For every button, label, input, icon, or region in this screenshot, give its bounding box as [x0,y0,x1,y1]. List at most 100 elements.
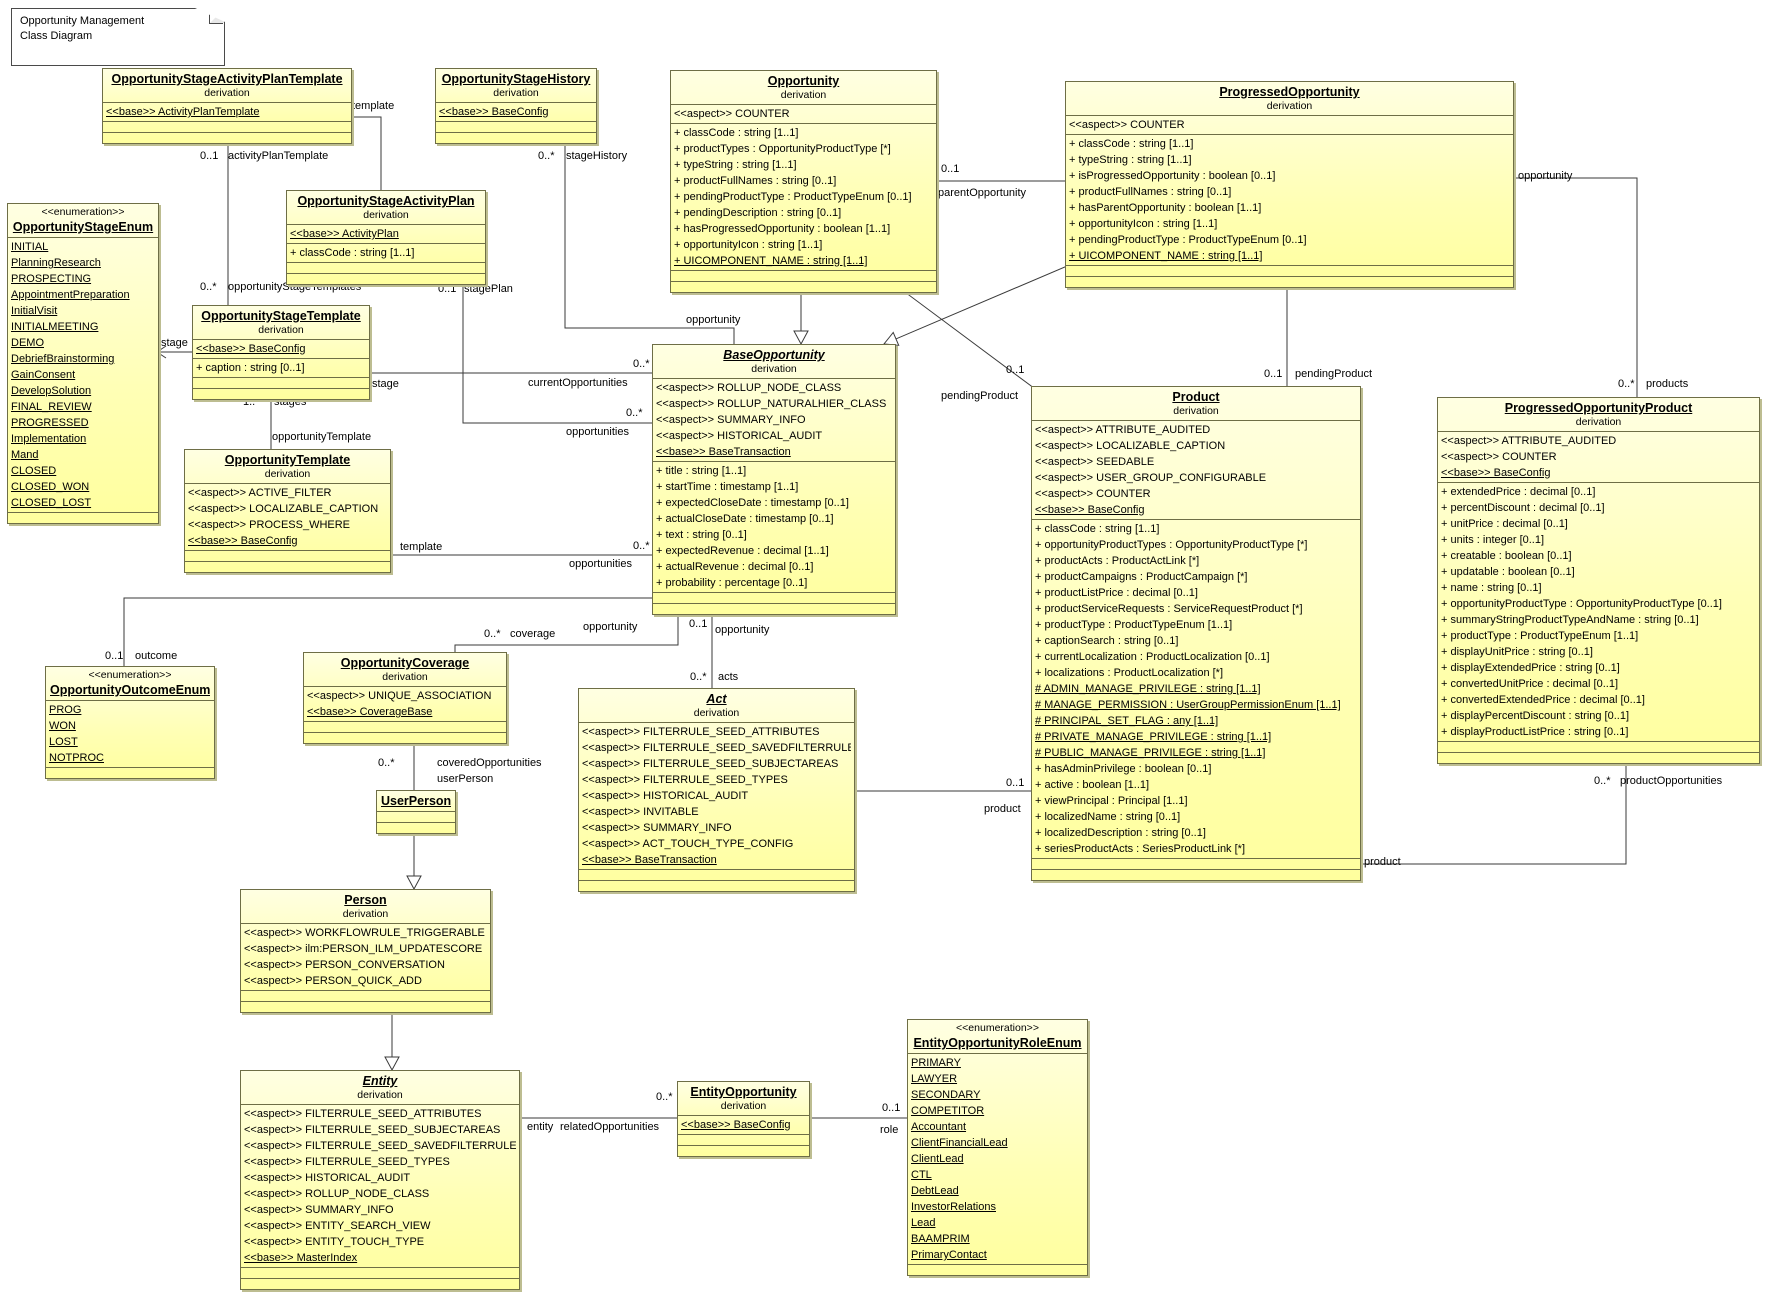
member-row: + productActs : ProductActLink [*] [1035,555,1200,567]
compartment [653,603,895,614]
generalization-arrow-icon [793,330,809,346]
compartment [671,270,936,281]
member-row: + pendingDescription : string [0..1] [674,207,842,219]
member-row: BAAMPRIM [911,1233,970,1245]
member-row: + productCampaigns : ProductCampaign [*] [1035,571,1248,583]
member-row: + productType : ProductTypeEnum [1..1] [1441,630,1639,642]
edge-label: products [1646,378,1689,390]
compartment: + classCode : string [1..1]+ opportunity… [1032,519,1360,858]
member-row: + classCode : string [1..1] [1069,138,1194,150]
member-row: + productTypes : OpportunityProductType … [674,143,891,155]
compartment: <<aspect>> FILTERRULE_SEED_ATTRIBUTES<<a… [579,722,854,869]
class-name: OpportunityTemplate [224,453,351,467]
member-row: + opportunityIcon : string [1..1] [1069,218,1218,230]
edge-label: 0..* [1618,378,1635,390]
compartment: <<aspect>> COUNTER [671,104,936,123]
member-row: FINAL_REVIEW [11,401,92,413]
edge-label: 0..1 [941,163,960,175]
class-name: Product [1172,390,1220,404]
member-row: + active : boolean [1..1] [1035,779,1150,791]
stereotype-label: <<enumeration>> [956,1022,1039,1034]
member-row: <<aspect>> PERSON_QUICK_ADD [244,975,422,987]
member-row: <<aspect>> HISTORICAL_AUDIT [582,790,749,802]
member-row: + caption : string [0..1] [196,362,305,374]
class-name: OpportunityStageHistory [441,72,591,86]
member-row: <<aspect>> ROLLUP_NATURALHIER_CLASS [656,398,887,410]
member-row: <<aspect>> LOCALIZABLE_CAPTION [188,503,379,515]
member-row: INITIALMEETING [11,321,99,333]
member-row: <<aspect>> ENTITY_SEARCH_VIEW [244,1220,431,1232]
member-row: + localizations : ProductLocalization [*… [1035,667,1224,679]
edge-label: 0..* [1594,775,1611,787]
member-row: PrimaryContact [911,1249,987,1261]
member-row: <<aspect>> COUNTER [1441,451,1557,463]
class-box-entity-opportunity-role-enum[interactable]: <<enumeration>> EntityOpportunityRoleEnum… [907,1019,1088,1276]
member-row: <<base>> BaseTransaction [656,446,791,458]
note-line: Opportunity Management [20,15,145,27]
compartment: <<base>> BaseConfig [678,1115,809,1134]
member-row: + UICOMPONENT_NAME : string [1..1] [674,255,868,267]
compartment: + classCode : string [1..1] + typeString … [1066,134,1513,265]
class-box-user-person[interactable]: UserPerson [376,790,456,834]
member-row: + seriesProductActs : SeriesProductLink … [1035,843,1246,855]
member-row: NOTPROC [49,752,104,764]
member-row: + probability : percentage [0..1] [656,577,808,589]
member-row: WON [49,720,76,732]
derivation-label: derivation [258,324,304,336]
member-row: + productFullNames : string [0..1] [674,175,837,187]
class-name: EntityOpportunityRoleEnum [913,1036,1082,1050]
compartment [678,1134,809,1145]
compartment [1032,869,1360,880]
member-row: <<aspect>> FILTERRULE_SEED_SAVEDFILTERRU… [582,742,851,754]
edge-label: 0..* [200,281,217,293]
member-row: + opportunityIcon : string [1..1] [674,239,823,251]
compartment [193,377,369,388]
compartment [1032,858,1360,869]
member-row: AppointmentPreparation [11,289,130,301]
member-row: PROGRESSED [11,417,89,429]
member-row: + classCode : string [1..1] [1035,523,1160,535]
compartment: <<aspect>> ATTRIBUTE_AUDITED<<aspect>> L… [1032,420,1360,519]
edge-label: stage [372,378,399,390]
compartment [377,811,455,822]
member-row: <<aspect>> HISTORICAL_AUDIT [656,430,823,442]
member-row: PROSPECTING [11,273,92,285]
compartment [1066,276,1513,287]
class-name: ProgressedOpportunityProduct [1504,401,1693,415]
member-row: <<base>> BaseTransaction [582,854,717,866]
member-row: + startTime : timestamp [1..1] [656,481,799,493]
class-name: Entity [362,1074,398,1088]
member-row: SECONDARY [911,1089,981,1101]
member-row: + convertedExtendedPrice : decimal [0..1… [1441,694,1645,706]
member-row: <<base>> BaseConfig [188,535,298,547]
compartment [193,388,369,399]
compartment [241,990,490,1001]
member-row: <<aspect>> SEEDABLE [1035,456,1155,468]
edge-label: currentOpportunities [528,377,628,389]
member-row: + typeString : string [1..1] [1069,154,1192,166]
member-row: + viewPrincipal : Principal [1..1] [1035,795,1188,807]
member-row: <<aspect>> ACTIVE_FILTER [188,487,332,499]
member-row: PROG [49,704,82,716]
